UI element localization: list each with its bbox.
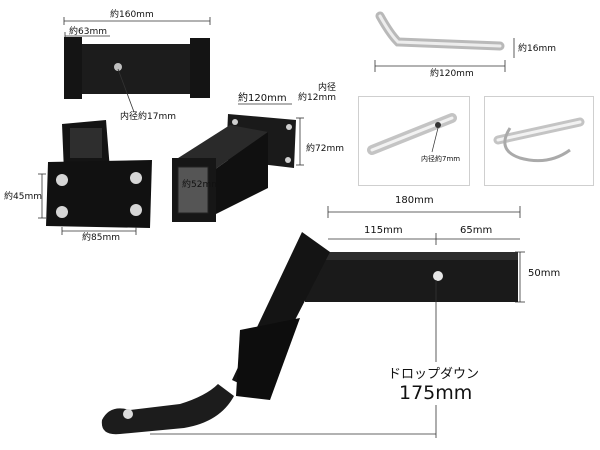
inner-top-label: 内径 xyxy=(318,83,337,93)
hole-inner-label: 内径約17mm xyxy=(120,112,176,122)
drop-value: 175mm xyxy=(399,382,473,404)
face-width-label: 約63mm xyxy=(69,27,107,37)
bar-seg2-label: 65mm xyxy=(460,225,493,236)
pin-length-label: 約120mm xyxy=(430,69,474,79)
bar-total-label: 180mm xyxy=(395,195,434,206)
pin-diameter-label: 約16mm xyxy=(518,44,556,54)
outer-length-label: 約160mm xyxy=(110,10,154,20)
sleeve-length-label: 約120mm xyxy=(238,93,287,104)
inner-value-label: 約12mm xyxy=(298,93,336,103)
plate-width-label: 約45mm xyxy=(4,192,42,202)
bar-seg1-label: 115mm xyxy=(364,225,403,236)
clip-inner-label: 内径約7mm xyxy=(421,155,461,163)
drop-label: ドロップダウン xyxy=(388,367,480,382)
bar-height-label: 50mm xyxy=(528,268,561,279)
plate-length-label: 約85mm xyxy=(82,233,120,243)
pin-closeup-panel xyxy=(358,96,470,186)
plate-height-label: 約72mm xyxy=(306,144,344,154)
opening-label: 約52mm xyxy=(182,180,220,190)
